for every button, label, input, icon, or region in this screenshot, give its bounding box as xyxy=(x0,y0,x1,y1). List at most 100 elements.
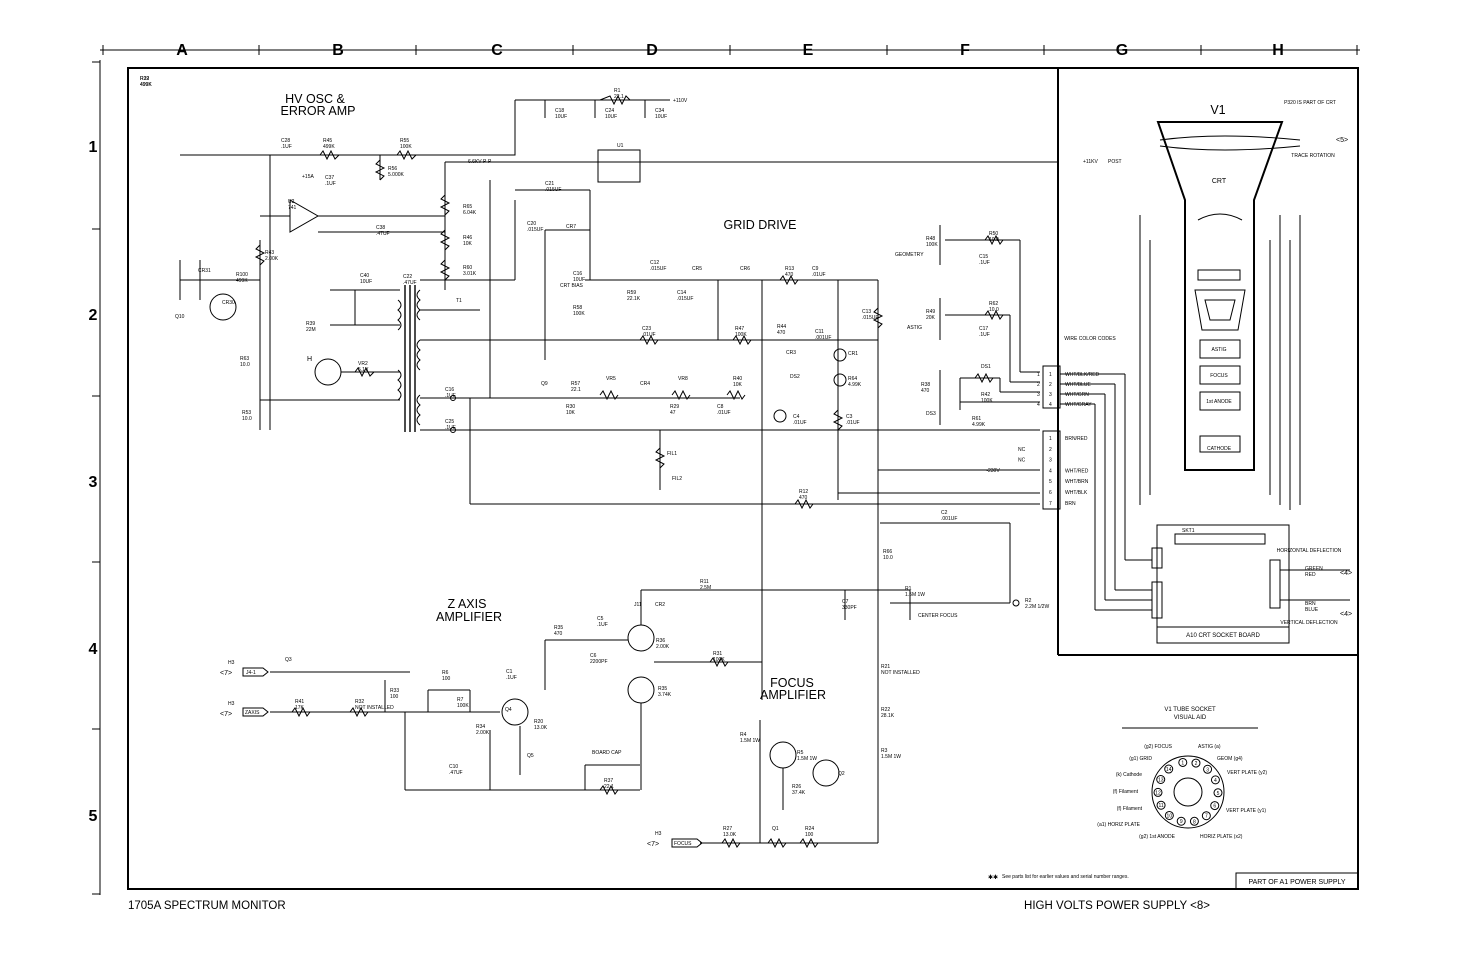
j1-pin-5: 5 xyxy=(1049,479,1052,485)
post-label: POST xyxy=(1108,159,1122,165)
component-c2-77: C2.001UF xyxy=(941,510,957,522)
socket-pin-num-2: 2 xyxy=(1195,761,1198,767)
horizontal-deflection: HORIZONTAL DEFLECTION xyxy=(1277,548,1342,554)
socket-pin-12 xyxy=(1153,787,1163,797)
j1-wire-5: WHT/BRN xyxy=(1065,479,1089,485)
socket-pin-1 xyxy=(1178,757,1188,767)
j1-wire-3: NC xyxy=(1018,458,1026,464)
component-j11-83: J11 xyxy=(634,602,642,608)
component-c3-67: C3.01UF xyxy=(846,414,860,426)
socket-right-label-1: GEOM (g4) xyxy=(1217,756,1243,762)
component-c13-43: C13.015UF xyxy=(862,309,878,321)
component-c16-72: C16.1UF xyxy=(445,387,456,399)
socket-pin-8 xyxy=(1189,816,1199,826)
component-cr2-84: CR2 xyxy=(655,602,665,608)
socket-right-label-4: HORIZ PLATE (x2) xyxy=(1200,834,1243,840)
socket-pin-11 xyxy=(1156,800,1166,810)
row-label-1: 1 xyxy=(89,139,98,156)
component-c10-102: C10.47UF xyxy=(449,764,463,776)
p320-label: P320 IS PART OF CRT xyxy=(1284,100,1336,106)
socket-left-label-5: (a1) HORIZ PLATE xyxy=(1097,822,1140,828)
component-c25-73: C25.1UF xyxy=(445,419,456,431)
component-q9-57: Q9 xyxy=(541,381,548,387)
socket-pin-num-6: 6 xyxy=(1213,804,1216,810)
socket-pin-num-13: 13 xyxy=(1158,778,1164,784)
socket-left-label-0: (g2) FOCUS xyxy=(1144,744,1172,750)
socket-board-label: A10 CRT SOCKET BOARD xyxy=(1186,633,1260,639)
socket-right-label-0: ASTIG (a) xyxy=(1198,744,1221,750)
socket-pin-num-11: 11 xyxy=(1158,803,1163,809)
component-cr3-49: CR3 xyxy=(786,350,796,356)
j1-pin-6: 6 xyxy=(1049,490,1052,496)
astig-label: ASTIG xyxy=(907,325,922,331)
component-c5-86: C5.1UF xyxy=(597,616,608,628)
component-q10-35: Q10 xyxy=(175,314,185,320)
component-cr31-32: CR31 xyxy=(198,268,211,274)
signal-6kv-label: 6.6KV P-P xyxy=(468,159,492,165)
j3-pin-num-4: 4 xyxy=(1049,402,1052,408)
component-q5-101: Q5 xyxy=(527,753,534,759)
crt-v1 xyxy=(1139,121,1301,510)
socket-pin-7 xyxy=(1201,811,1211,821)
row-label-5: 5 xyxy=(89,808,98,825)
h5-ref: <5> xyxy=(1336,137,1348,144)
socket-pin-num-5: 5 xyxy=(1217,791,1220,797)
tube-astig: ASTIG xyxy=(1211,347,1226,353)
section-hv-osc-line1: HV OSC & xyxy=(285,92,345,106)
socket-pin-num-12: 12 xyxy=(1155,790,1161,796)
socket-pin-num-10: 10 xyxy=(1167,813,1173,819)
section-focus-line1: FOCUS xyxy=(770,676,814,690)
component-q3-90: Q3 xyxy=(285,657,292,663)
component-c23-45: C23.01UF xyxy=(642,326,656,338)
q2-transistor xyxy=(769,741,797,769)
minus-230-label: -230V xyxy=(986,468,1000,474)
component-c38-13: C38.47UF xyxy=(376,225,390,237)
socket-pin-14 xyxy=(1164,764,1174,774)
h4-ref-b: <4> xyxy=(1340,611,1352,618)
section-hv-osc-line2: ERROR AMP xyxy=(280,104,355,118)
socket-pin-6 xyxy=(1210,801,1220,811)
label-red: RED xyxy=(1305,572,1316,578)
tube-focus: FOCUS xyxy=(1210,373,1228,379)
section-z-axis-line2: AMPLIFIER xyxy=(436,610,502,624)
component-c8-65: C8.01UF xyxy=(717,404,731,416)
h3-ref-a: <7> xyxy=(220,670,232,677)
socket-pin-num-1: 1 xyxy=(1181,760,1184,766)
section-grid-drive: GRID DRIVE xyxy=(724,218,797,232)
transformer-t1 xyxy=(397,285,421,432)
plus-11kv-label: +11KV xyxy=(1083,159,1098,165)
component-c28-5: C28.1UF xyxy=(281,138,292,150)
offpage-h3-b xyxy=(242,707,269,717)
component-ds2-50: DS2 xyxy=(790,374,800,380)
q3-transistor xyxy=(627,624,655,652)
j3-pin-2: 2 xyxy=(1037,382,1040,388)
tube-cathode: CATHODE xyxy=(1207,446,1232,452)
center-focus-label: CENTER FOCUS xyxy=(918,613,958,619)
geometry-astig-wiring xyxy=(939,225,1040,425)
note-stars: ✱✱ xyxy=(988,874,998,881)
